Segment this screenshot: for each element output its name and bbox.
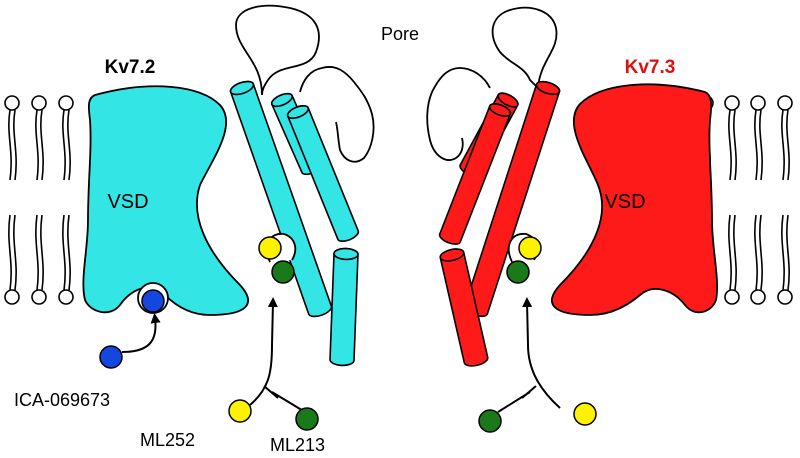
right-lipid	[724, 95, 740, 305]
pore-loop-right-top	[491, 6, 558, 91]
helix-s6a-left	[286, 105, 360, 242]
vsd-label-left: VSD	[107, 191, 148, 213]
vsd-left	[82, 85, 249, 316]
inhibit-ml213-left	[271, 391, 306, 413]
helix-s6a-right	[438, 103, 512, 245]
ml213-bound-right	[506, 260, 530, 284]
right-lipid	[750, 95, 766, 305]
label-ica-069673: ICA-069673	[14, 390, 110, 410]
ml252-free-right	[573, 402, 597, 426]
helix-s6b-left	[329, 247, 359, 367]
ica-069673-free	[99, 345, 123, 369]
ml213-free-left	[295, 407, 319, 431]
label-ml252: ML252	[140, 430, 195, 450]
arrow-right-pore	[522, 297, 561, 409]
membrane-left	[4, 95, 74, 305]
vsd-right	[551, 83, 719, 316]
pore-loop-right-mid	[426, 67, 491, 161]
left-lipid	[4, 95, 20, 305]
helix-s6b-right	[439, 248, 489, 367]
pore-loop-left-mid	[299, 66, 375, 163]
pore-helices-right	[438, 80, 561, 367]
right-lipid	[777, 95, 793, 305]
title-kv7-3: Kv7.3	[625, 57, 676, 78]
binding-site-vsd-left	[137, 282, 169, 314]
arrows	[121, 297, 561, 413]
ml252-bound-right	[518, 236, 542, 260]
ml252-free-left	[228, 399, 252, 423]
ica-069673-bound	[141, 289, 165, 313]
arrow-left-pore	[249, 297, 278, 406]
pore-helices-left	[229, 80, 360, 367]
pore-loops	[235, 4, 558, 163]
label-ml213: ML213	[270, 435, 325, 455]
vsd-label-right: VSD	[604, 191, 645, 213]
ml252-bound-left	[258, 236, 282, 260]
ml213-free-right	[478, 409, 502, 433]
title-kv7-2: Kv7.2	[105, 57, 156, 78]
ml213-bound-left	[271, 260, 295, 284]
left-lipid	[31, 95, 47, 305]
pore-loop-left-top	[235, 4, 320, 96]
binding-site-pore-left	[258, 233, 297, 284]
helix-s5-left	[229, 80, 333, 318]
pore-label: Pore	[381, 24, 419, 44]
arrow-ica-to-vsd	[121, 313, 161, 353]
left-lipid	[58, 95, 74, 305]
binding-site-pore-right	[506, 233, 542, 284]
